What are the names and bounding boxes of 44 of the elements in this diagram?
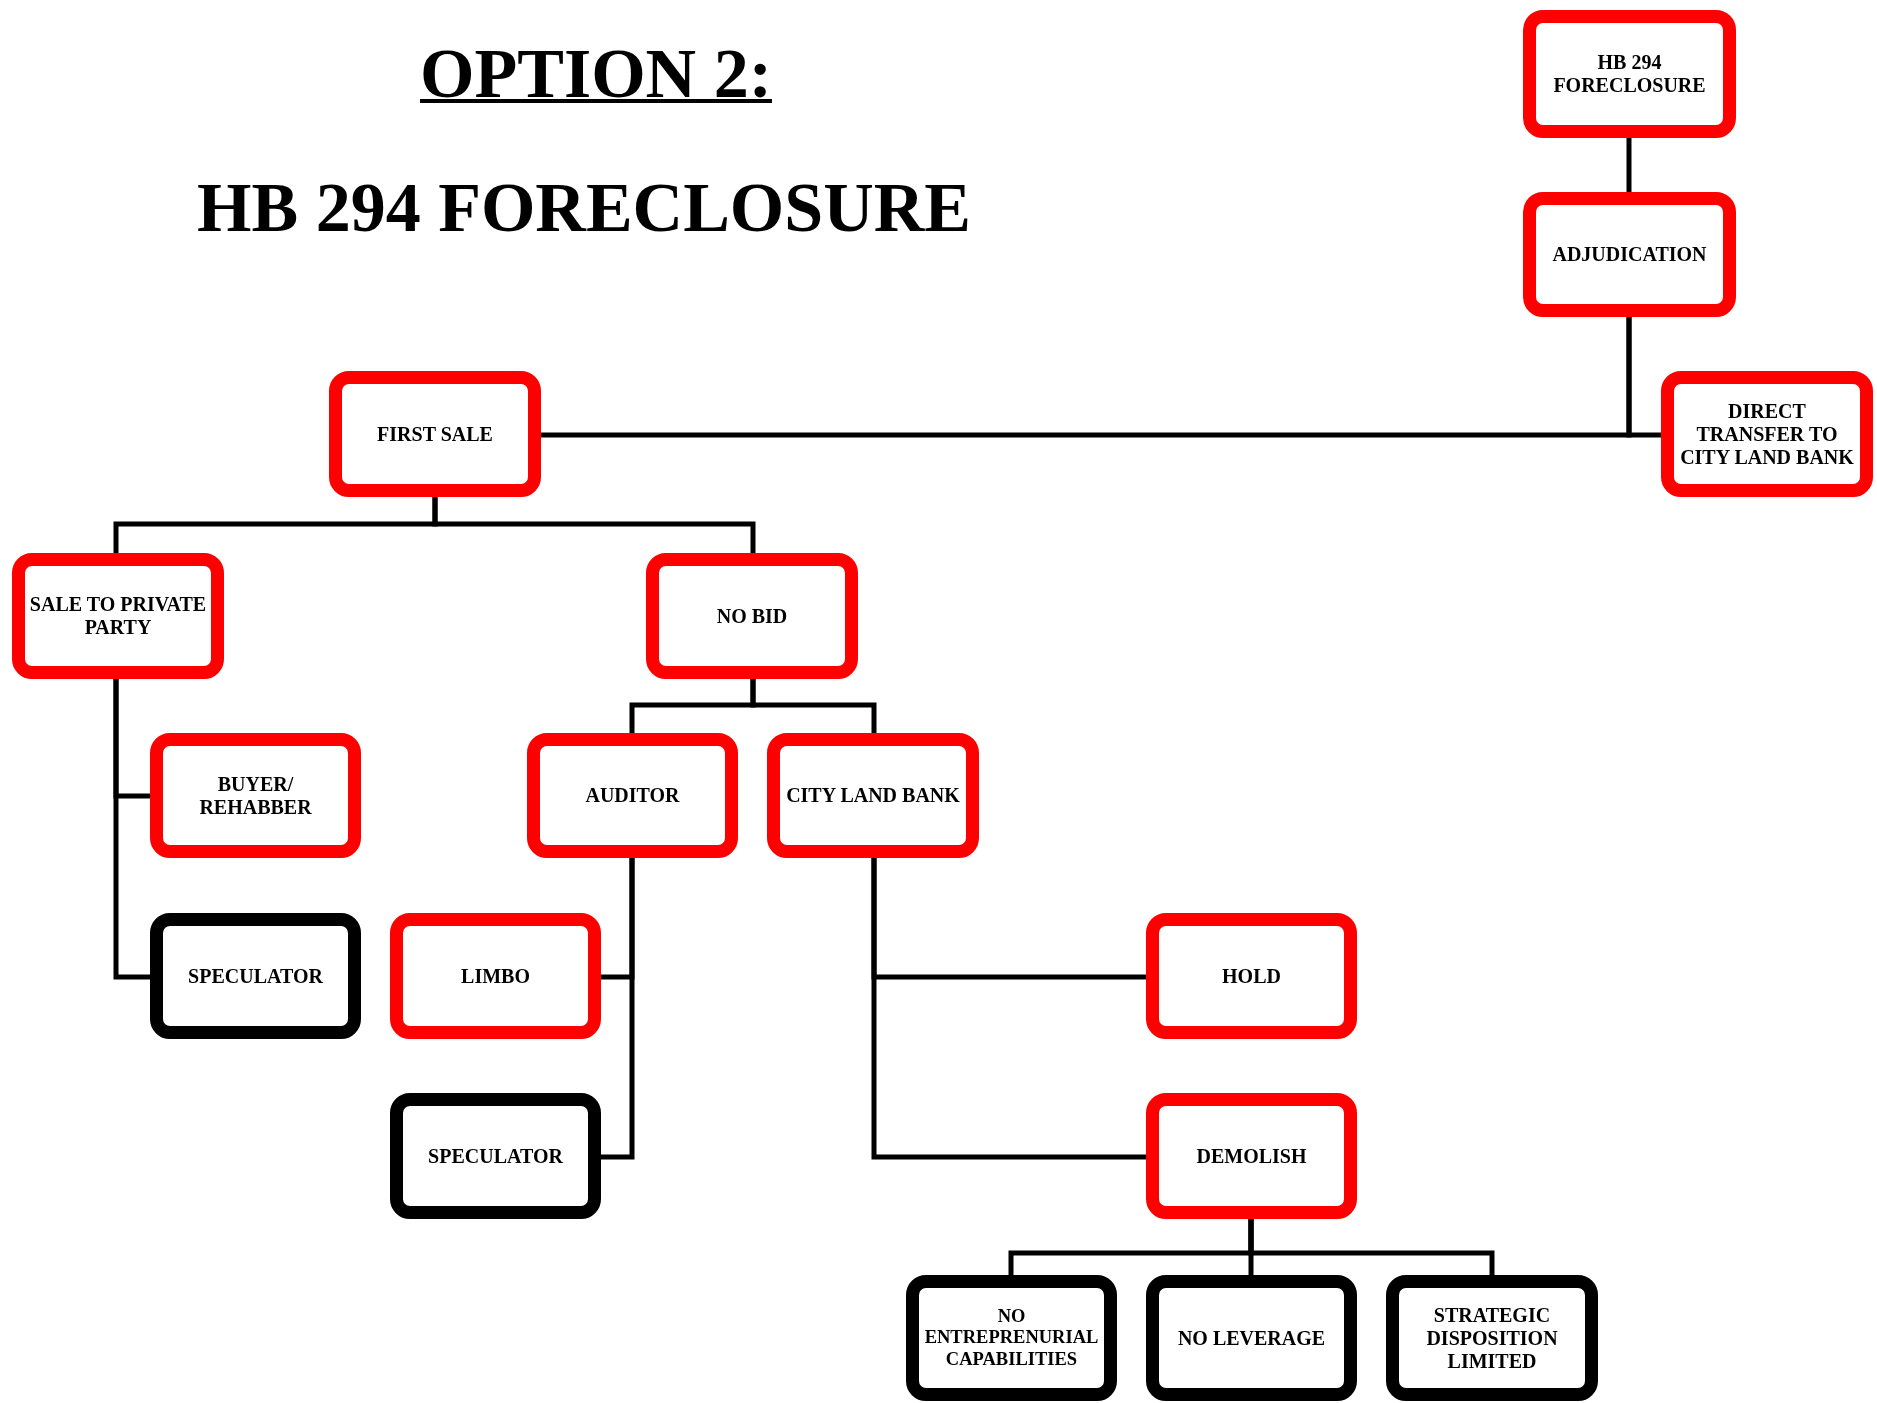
process-box	[1146, 1275, 1357, 1401]
connector-line	[750, 679, 877, 733]
box-label: SPECULATOR	[428, 1144, 563, 1168]
box-label: LIMBO	[461, 964, 530, 988]
process-box	[150, 913, 361, 1039]
box-label: NO BID	[716, 604, 788, 628]
box-label: DEMOLISH	[1196, 1144, 1307, 1168]
connector-line	[432, 497, 756, 553]
connector-line	[1248, 1219, 1495, 1275]
box-label: SPECULATOR	[188, 964, 323, 988]
box-label: BUYER/ REHABBER	[198, 772, 313, 819]
process-box	[1523, 192, 1736, 317]
box-label: AUDITOR	[585, 784, 680, 807]
box-label: SALE TO PRIVATE PARTY	[29, 593, 207, 639]
process-box	[646, 553, 858, 679]
process-box	[1146, 1093, 1357, 1219]
box-label: ADJUDICATION	[1552, 243, 1707, 266]
subtitle: HB 294 FORECLOSURE	[197, 168, 971, 248]
box-label: CITY LAND BANK	[786, 784, 960, 807]
connector-line	[113, 679, 150, 980]
box-label: FIRST SALE	[377, 422, 493, 446]
box-label: NO LEVERAGE	[1177, 1326, 1326, 1350]
process-box	[1661, 371, 1873, 497]
process-box	[1146, 913, 1357, 1039]
connector-line	[601, 858, 635, 1160]
process-box	[527, 733, 738, 858]
process-box	[12, 553, 224, 679]
process-box	[1386, 1275, 1598, 1401]
process-box	[767, 733, 979, 858]
process-box	[329, 371, 541, 497]
process-box	[906, 1275, 1117, 1401]
box-label: DIRECT TRANSFER TO CITY LAND BANK	[1679, 399, 1855, 469]
diagram-title: OPTION 2:	[420, 34, 772, 114]
process-box	[390, 1093, 601, 1219]
box-label: HOLD	[1222, 964, 1281, 988]
connector-line	[1626, 138, 1632, 192]
box-label: STRATEGIC DISPOSITION LIMITED	[1425, 1303, 1559, 1373]
box-label: NO ENTREPRENURIAL CAPABILITIES	[923, 1306, 1100, 1370]
process-box	[150, 733, 361, 858]
connector-line	[871, 858, 1146, 1160]
process-box	[1523, 10, 1736, 138]
process-box	[390, 913, 601, 1039]
connector-line	[1626, 317, 1661, 438]
box-label: HB 294 FORECLOSURE	[1552, 51, 1707, 97]
